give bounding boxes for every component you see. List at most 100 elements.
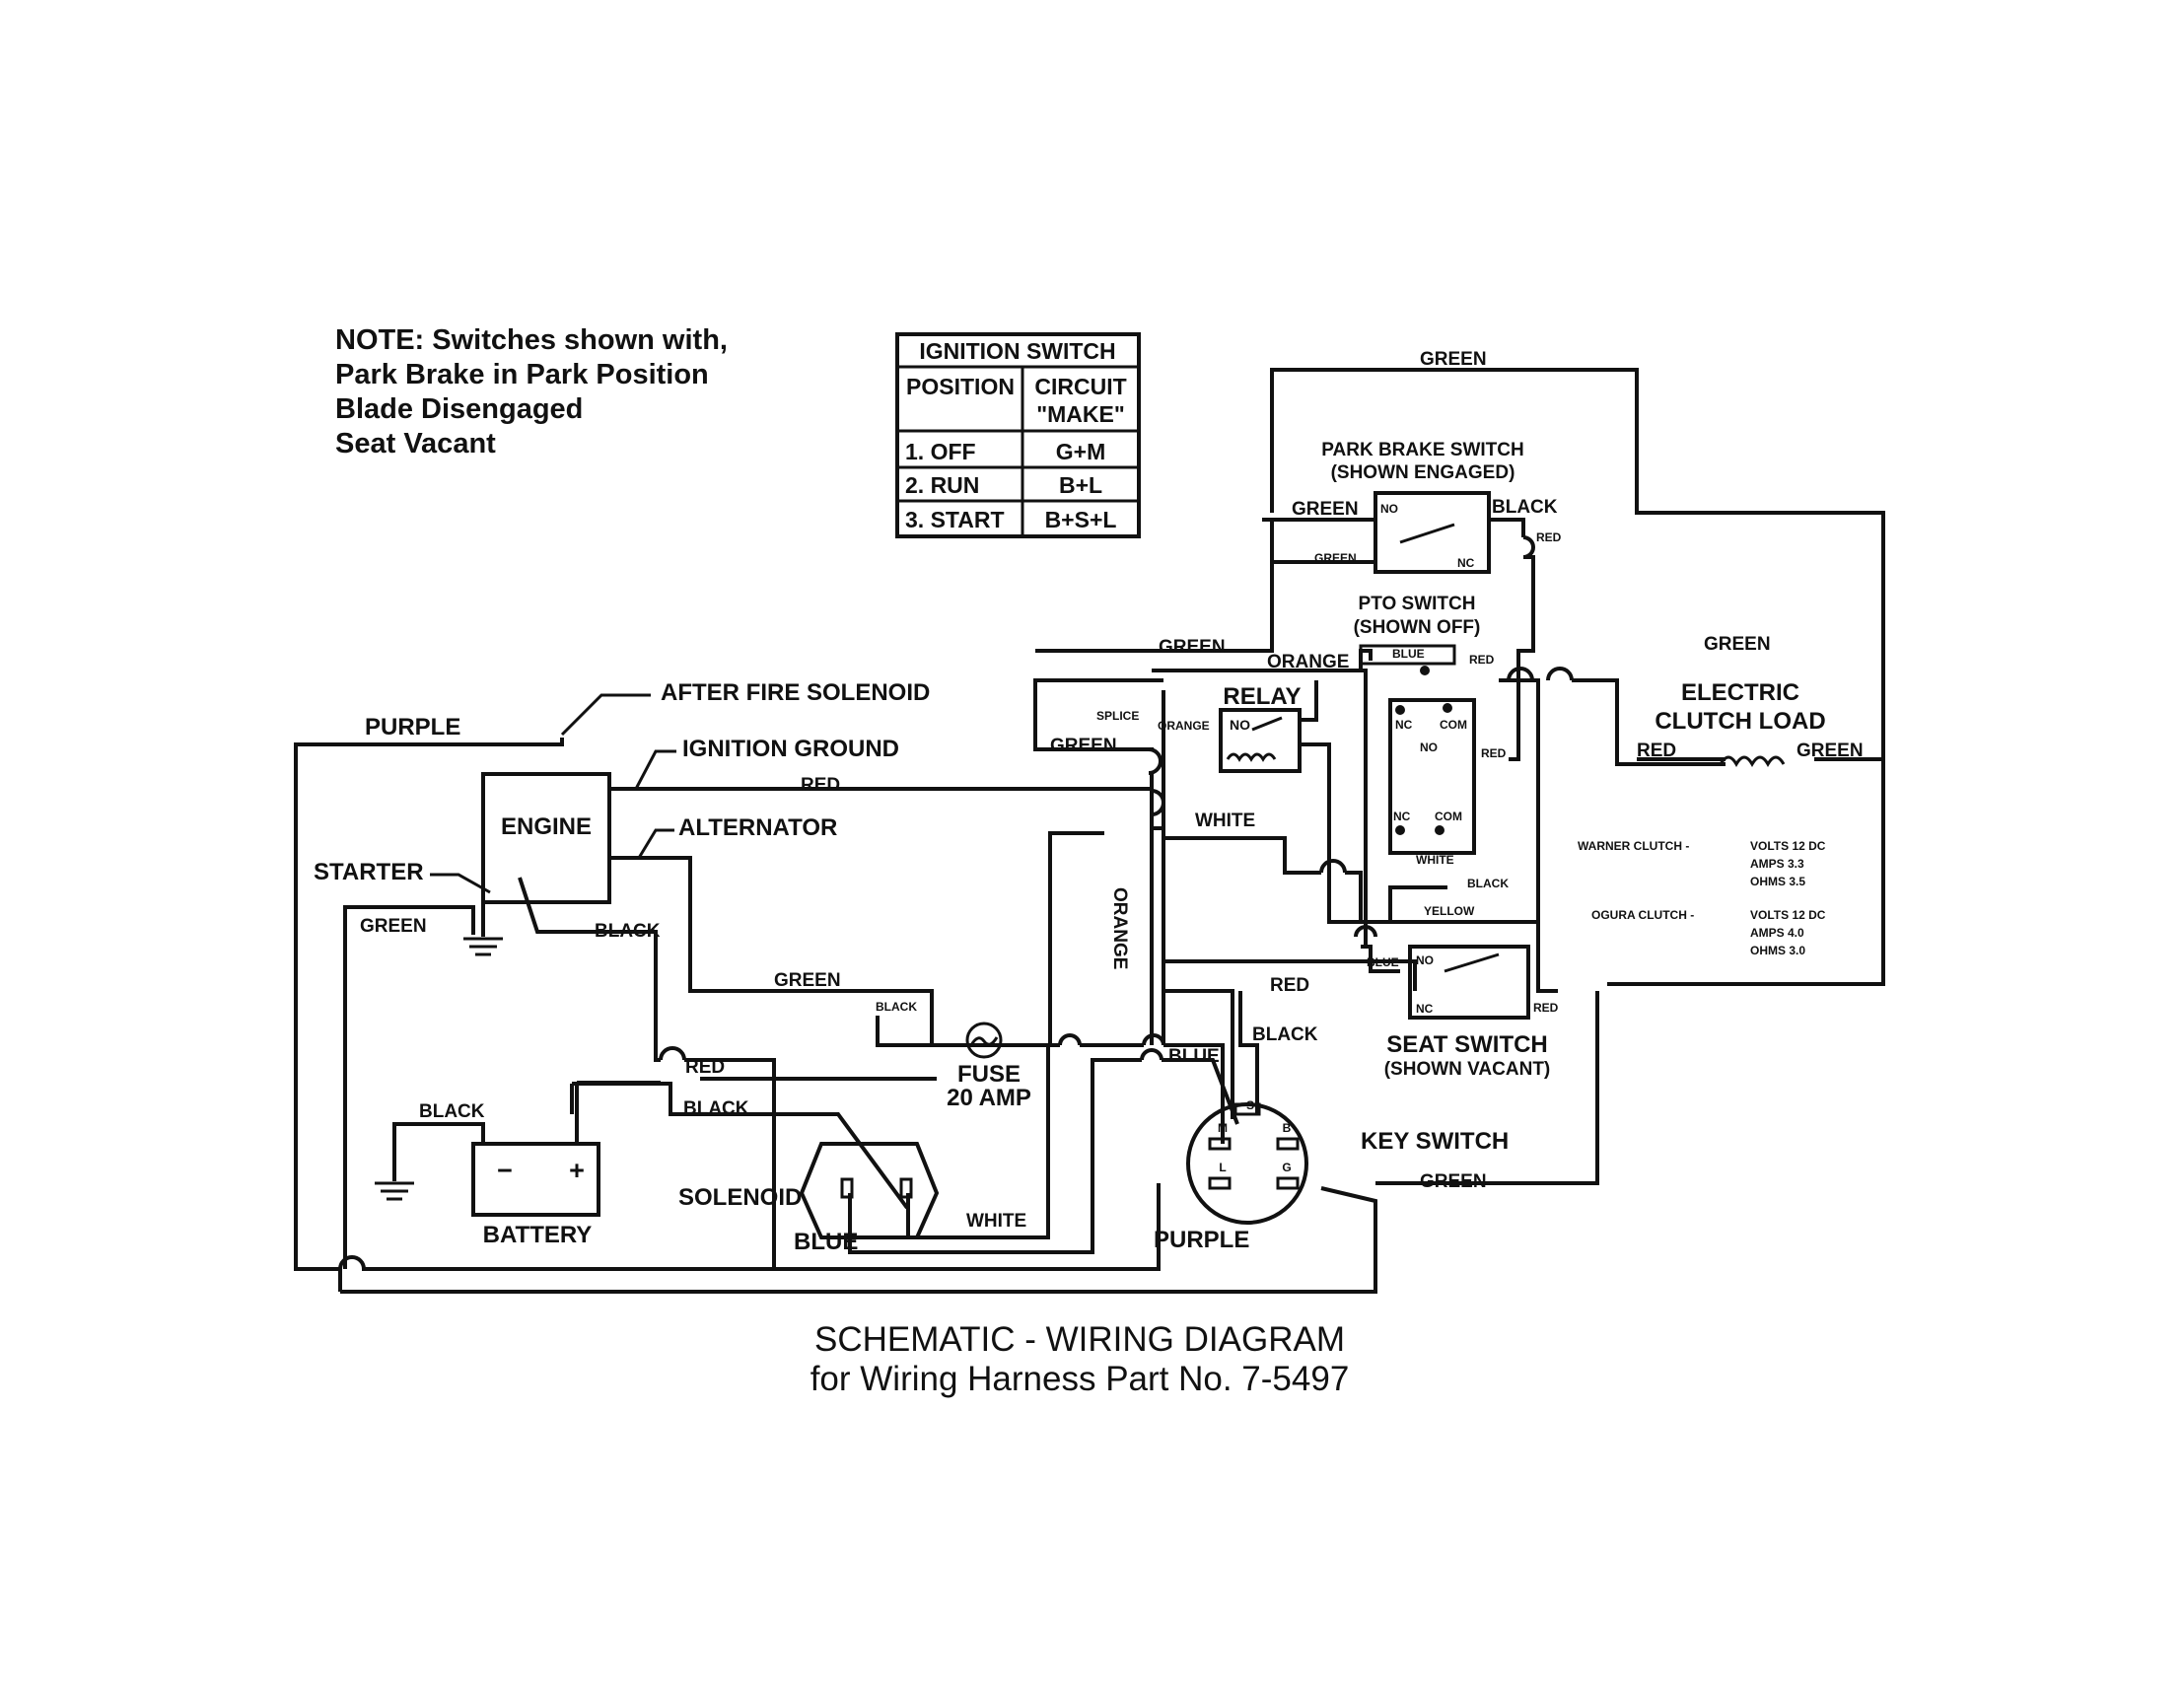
wire-label: GREEN (1420, 1171, 1487, 1192)
wire-label: RED (1637, 741, 1676, 761)
alternator-label: ALTERNATOR (678, 814, 837, 841)
wire-label: WHITE (1195, 811, 1255, 831)
wire-label: RED (1481, 746, 1507, 760)
ogura-amps: AMPS 4.0 (1750, 926, 1804, 940)
wire-label: BLACK (683, 1098, 749, 1119)
ogura-name: OGURA CLUTCH - (1591, 908, 1694, 922)
engine-label: ENGINE (501, 813, 592, 840)
seat-switch-label-1: SEAT SWITCH (1386, 1031, 1548, 1058)
clutch-specs: WARNER CLUTCH - VOLTS 12 DC AMPS 3.3 OHM… (1578, 839, 1826, 957)
key-pin-b: B (1283, 1121, 1292, 1135)
battery-plus-sign: + (569, 1156, 585, 1185)
wire-label: RED (1536, 530, 1562, 544)
fuse-block: FUSE 20 AMP (932, 1022, 1048, 1111)
title-line-2: for Wiring Harness Part No. 7-5497 (810, 1360, 1350, 1398)
wire-label: BLACK (876, 1000, 917, 1014)
after-fire-solenoid-label: AFTER FIRE SOLENOID (661, 679, 930, 706)
note-block: NOTE: Switches shown with, Park Brake in… (335, 324, 728, 459)
pto-label-1: PTO SWITCH (1359, 594, 1476, 614)
wire-label: BLACK (1492, 497, 1558, 518)
table-row-1-position: 1. OFF (905, 439, 976, 464)
fuse-label-1: FUSE (957, 1061, 1021, 1088)
table-header-circuit: CIRCUIT (1034, 374, 1126, 399)
engine-block: ENGINE (481, 772, 611, 904)
wire-label: GREEN (360, 916, 427, 937)
ground-icon (375, 1181, 414, 1201)
wire-label: GREEN (1292, 499, 1359, 520)
table-row-1-circuit: G+M (1056, 439, 1105, 464)
battery-label: BATTERY (483, 1222, 593, 1248)
wire-label: GREEN (1050, 736, 1117, 756)
wire-label: RED (801, 775, 840, 796)
splice-label: SPLICE (1096, 709, 1139, 723)
park-brake-switch-block: NO NC PARK BRAKE SWITCH (SHOWN ENGAGED) (1321, 440, 1524, 574)
pto-nc-2: NC (1393, 810, 1411, 823)
table-title: IGNITION SWITCH (919, 338, 1115, 364)
wire-label: GREEN (1314, 551, 1357, 565)
wire-label: BLUE (1367, 955, 1399, 969)
relay-label: RELAY (1223, 683, 1301, 710)
warner-amps: AMPS 3.3 (1750, 857, 1804, 871)
clutch-label-1: ELECTRIC (1681, 679, 1799, 706)
wire-label: BLUE (1168, 1046, 1220, 1067)
note-line-1: NOTE: Switches shown with, (335, 324, 728, 356)
wire-label: BLACK (1467, 877, 1509, 890)
clutch-block: ELECTRIC CLUTCH LOAD (1655, 679, 1826, 768)
wire-label: PURPLE (1154, 1227, 1249, 1253)
ogura-volts: VOLTS 12 DC (1750, 908, 1826, 922)
battery-block: − + BATTERY (471, 1142, 600, 1248)
warner-volts: VOLTS 12 DC (1750, 839, 1826, 853)
diagram-title: SCHEMATIC - WIRING DIAGRAM for Wiring Ha… (810, 1320, 1350, 1398)
pto-switch-block: NC COM NO NC COM PTO SWITCH (SHOWN OFF) (1354, 594, 1481, 855)
table-row-3-circuit: B+S+L (1045, 507, 1117, 532)
park-brake-label-1: PARK BRAKE SWITCH (1321, 440, 1523, 460)
ignition-ground-label: IGNITION GROUND (682, 736, 899, 762)
relay-block: NO RELAY SPLICE (1096, 683, 1302, 773)
pto-com-2: COM (1435, 810, 1462, 823)
wire-label: YELLOW (1424, 904, 1475, 918)
pto-nc-1: NC (1395, 718, 1413, 732)
title-line-1: SCHEMATIC - WIRING DIAGRAM (814, 1320, 1345, 1359)
solenoid-label: SOLENOID (678, 1184, 802, 1211)
clutch-label-2: CLUTCH LOAD (1655, 708, 1825, 735)
table-header-make: "MAKE" (1036, 401, 1125, 427)
key-pin-m: M (1218, 1121, 1228, 1135)
table-header-position: POSITION (906, 374, 1015, 399)
relay-no-label: NO (1230, 717, 1250, 733)
wire-label: GREEN (774, 970, 841, 991)
key-pin-l: L (1219, 1161, 1226, 1174)
wire-label: GREEN (1797, 741, 1864, 761)
table-row-3-position: 3. START (905, 507, 1005, 532)
table-row-2-position: 2. RUN (905, 472, 979, 498)
pto-label-2: (SHOWN OFF) (1354, 617, 1481, 638)
ground-icon (463, 892, 503, 956)
wire-label: RED (1469, 653, 1495, 667)
wire-label: ORANGE (1109, 887, 1130, 969)
park-brake-label-2: (SHOWN ENGAGED) (1331, 462, 1515, 483)
wire-labels: PURPLE GREEN BLACK RED GREEN BLACK RED B… (360, 349, 1864, 1255)
table-row-2-circuit: B+L (1059, 472, 1102, 498)
wire-label: RED (1270, 975, 1309, 996)
pto-no: NO (1420, 741, 1438, 754)
seat-nc: NC (1416, 1002, 1434, 1016)
fuse-label-2: 20 AMP (947, 1085, 1031, 1111)
wire-label: BLACK (595, 921, 661, 942)
seat-no: NO (1416, 953, 1434, 967)
key-pin-g: G (1282, 1161, 1291, 1174)
battery-minus-sign: − (497, 1156, 513, 1185)
key-switch-block: S M B L G KEY SWITCH (1186, 1098, 1509, 1225)
wire-label: GREEN (1704, 634, 1771, 655)
wire-label: GREEN (1420, 349, 1487, 370)
seat-switch-label-2: (SHOWN VACANT) (1384, 1059, 1551, 1080)
solenoid-block: SOLENOID (678, 1142, 940, 1239)
note-line-3: Blade Disengaged (335, 393, 583, 425)
seat-switch-block: NO NC SEAT SWITCH (SHOWN VACANT) (1384, 945, 1551, 1080)
note-line-4: Seat Vacant (335, 428, 496, 459)
note-line-2: Park Brake in Park Position (335, 359, 709, 390)
wire-label: ORANGE (1267, 652, 1349, 672)
pto-com-1: COM (1440, 718, 1467, 732)
wire-label: BLACK (1252, 1024, 1318, 1045)
warner-name: WARNER CLUTCH - (1578, 839, 1689, 853)
